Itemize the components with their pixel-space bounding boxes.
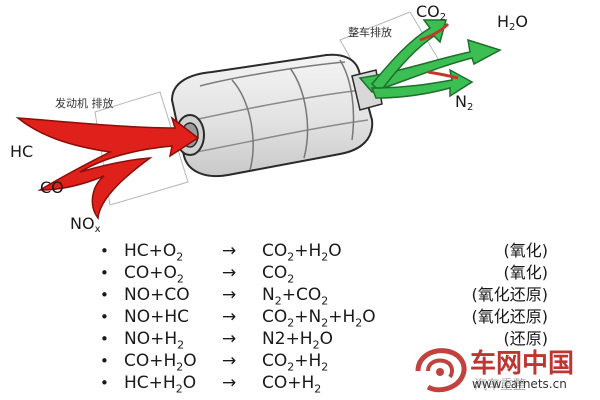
diagram-canvas <box>15 11 502 220</box>
reaction-type: (氧化) <box>503 241 549 260</box>
products: CO+H2 <box>262 373 322 396</box>
products: CO2 <box>262 263 295 286</box>
bullet: • <box>100 308 109 326</box>
reaction-arrow: → <box>222 241 237 261</box>
watermark-name: 车网中国 <box>470 349 575 379</box>
catalytic-converter-diagram: 发动机 排放 整车排放 HC CO NOx CO2 H2O N2 <box>10 2 528 235</box>
bullet: • <box>100 374 109 392</box>
watermark-logo-icon <box>415 348 467 393</box>
input-co-label: CO <box>40 178 64 197</box>
catalytic-converter <box>170 53 383 177</box>
reaction-arrow: → <box>222 307 237 327</box>
reaction-arrow: → <box>222 351 237 371</box>
reaction-arrow: → <box>222 373 237 393</box>
reaction-type: (氧化) <box>503 263 549 282</box>
bullet: • <box>100 242 109 260</box>
reactants: HC+O2 <box>124 241 184 264</box>
reaction-row: • NO+HC → CO2+N2+H2O (氧化还原) <box>0 306 600 329</box>
reaction-arrow: → <box>222 263 237 283</box>
pollutants-input-arrow <box>15 115 200 220</box>
products: CO2+N2+H2O <box>262 307 376 330</box>
engine-exhaust-label: 发动机 排放 <box>55 97 114 110</box>
reactants: NO+H2 <box>124 329 185 352</box>
watermark-url: www.carnets.cn <box>472 377 567 391</box>
reaction-row: • NO+CO → N2+CO2 (氧化还原) <box>0 284 600 307</box>
products: N2+H2O <box>262 329 333 352</box>
products: CO2+H2O <box>262 241 342 264</box>
reaction-row: • HC+H2O → CO+H2 <box>0 372 600 395</box>
reaction-row: • CO+O2 → CO2 (氧化) <box>0 262 600 285</box>
input-nox-label: NOx <box>70 214 101 235</box>
input-hc-label: HC <box>10 142 34 161</box>
products: N2+CO2 <box>262 285 329 308</box>
output-h2o-label: H2O <box>497 12 528 33</box>
reaction-type: (氧化还原) <box>471 285 549 304</box>
bullet: • <box>100 264 109 282</box>
watermark-slogan: 汽车重整 <box>474 378 527 393</box>
products-output-arrows <box>358 19 502 99</box>
reactants: NO+HC <box>124 307 189 327</box>
reactants: CO+H2O <box>124 351 197 374</box>
vehicle-exhaust-label: 整车排放 <box>348 26 392 39</box>
watermark: 车网中国 www.carnets.cn 汽车重整 <box>410 343 595 398</box>
reaction-type: (氧化还原) <box>471 307 549 326</box>
reaction-list: • HC+O2 → CO2+H2O (氧化) • CO+O2 → CO2 (氧化) • NO+CO → N… <box>0 240 600 400</box>
reactants: HC+H2O <box>124 373 197 396</box>
reaction-type: (还原) <box>503 329 549 348</box>
reactants: NO+CO <box>124 285 190 305</box>
reaction-row: • CO+H2O → CO2+H2 <box>0 350 600 373</box>
bullet: • <box>100 286 109 304</box>
products: CO2+H2 <box>262 351 329 374</box>
reaction-row: • NO+H2 → N2+H2O (还原) <box>0 328 600 351</box>
reaction-arrow: → <box>222 285 237 305</box>
bullet: • <box>100 330 109 348</box>
output-co2-label: CO2 <box>416 2 447 23</box>
reactants: CO+O2 <box>124 263 184 286</box>
output-n2-label: N2 <box>455 92 474 113</box>
bullet: • <box>100 352 109 370</box>
reaction-row: • HC+O2 → CO2+H2O (氧化) <box>0 240 600 263</box>
reaction-arrow: → <box>222 329 237 349</box>
